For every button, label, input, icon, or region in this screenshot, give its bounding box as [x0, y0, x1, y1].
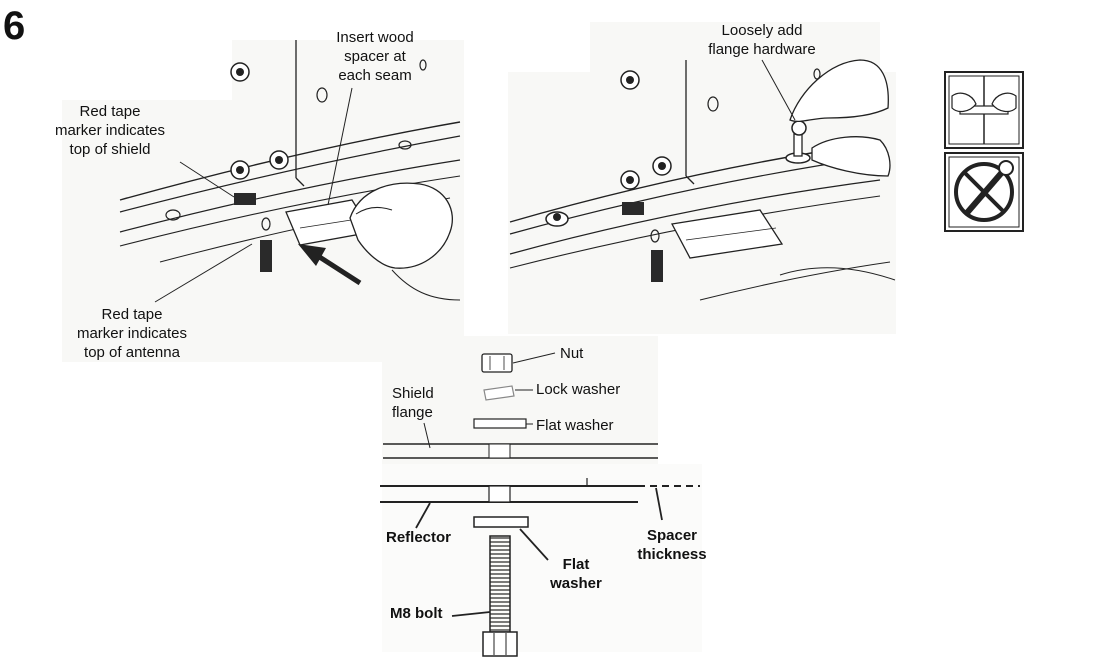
hardware-cross-section [380, 336, 702, 657]
hand-illustration [811, 136, 891, 177]
m8-bolt-shape [489, 535, 511, 633]
nut-shape [481, 353, 513, 373]
wood-spacer [671, 209, 784, 259]
antenna-marker-label: Red tape marker indicates top of antenna [62, 305, 202, 362]
step-number: 6 [3, 4, 26, 48]
lock-washer-shape [483, 385, 515, 401]
insert-arrow [316, 253, 362, 286]
antenna-marker-line-1: Red tape [101, 306, 163, 323]
shield-flange-label: Shield flange [392, 384, 434, 422]
reflector-label: Reflector [386, 529, 452, 546]
shield-tape-marker [622, 202, 644, 215]
shield-marker-line-2: marker indicates [54, 122, 166, 139]
antenna-marker-line-3: top of antenna [84, 344, 180, 361]
hand-illustration [349, 182, 453, 269]
flat-washer-bottom-label: Flat washer [540, 555, 612, 593]
spacer-label-line-3: each seam [338, 67, 412, 84]
shield-tape-marker [234, 193, 256, 205]
antenna-tape-marker [260, 240, 272, 272]
lock-washer-label: Lock washer [536, 381, 621, 398]
spacer-thickness-line-2: thickness [637, 546, 707, 563]
nut-label: Nut [560, 345, 584, 362]
shield-marker-label: Red tape marker indicates top of shield [40, 102, 180, 159]
spacer-thickness-line-1: Spacer [646, 527, 698, 544]
flat-washer-top-label: Flat washer [536, 417, 614, 434]
antenna-marker-line-2: marker indicates [76, 325, 188, 342]
spacer-label-line-1: Insert wood [336, 29, 414, 46]
flat-washer-bottom-line-1: Flat [562, 556, 590, 573]
bolt-nut-icon [230, 62, 289, 180]
shield-flange-line-2: flange [392, 404, 433, 421]
spacer-instruction-label: Insert wood spacer at each seam [322, 28, 428, 85]
left-panel-drawing [62, 40, 464, 362]
spacer-thickness-label: Spacer thickness [630, 526, 714, 564]
bolt-label: M8 bolt [390, 605, 443, 622]
bolt-nut-icon [545, 70, 672, 227]
antenna-tape-marker [651, 250, 663, 282]
right-panel-drawing [508, 22, 896, 334]
hardware-instruction-label: Loosely add flange hardware [694, 21, 830, 59]
hand-tighten-icon [944, 71, 1024, 149]
shield-flange-line-1: Shield [392, 385, 434, 402]
flat-washer-bottom-line-2: washer [550, 575, 602, 592]
shield-marker-line-3: top of shield [69, 141, 151, 158]
hardware-label-line-1: Loosely add [721, 22, 803, 39]
flat-washer-top-shape [473, 418, 527, 429]
shield-marker-line-1: Red tape [79, 103, 141, 120]
no-wrench-icon [944, 152, 1024, 232]
spacer-label-line-2: spacer at [344, 48, 406, 65]
hand-illustration [789, 59, 889, 123]
flat-washer-bottom-shape [473, 516, 529, 528]
hardware-label-line-2: flange hardware [708, 41, 816, 58]
